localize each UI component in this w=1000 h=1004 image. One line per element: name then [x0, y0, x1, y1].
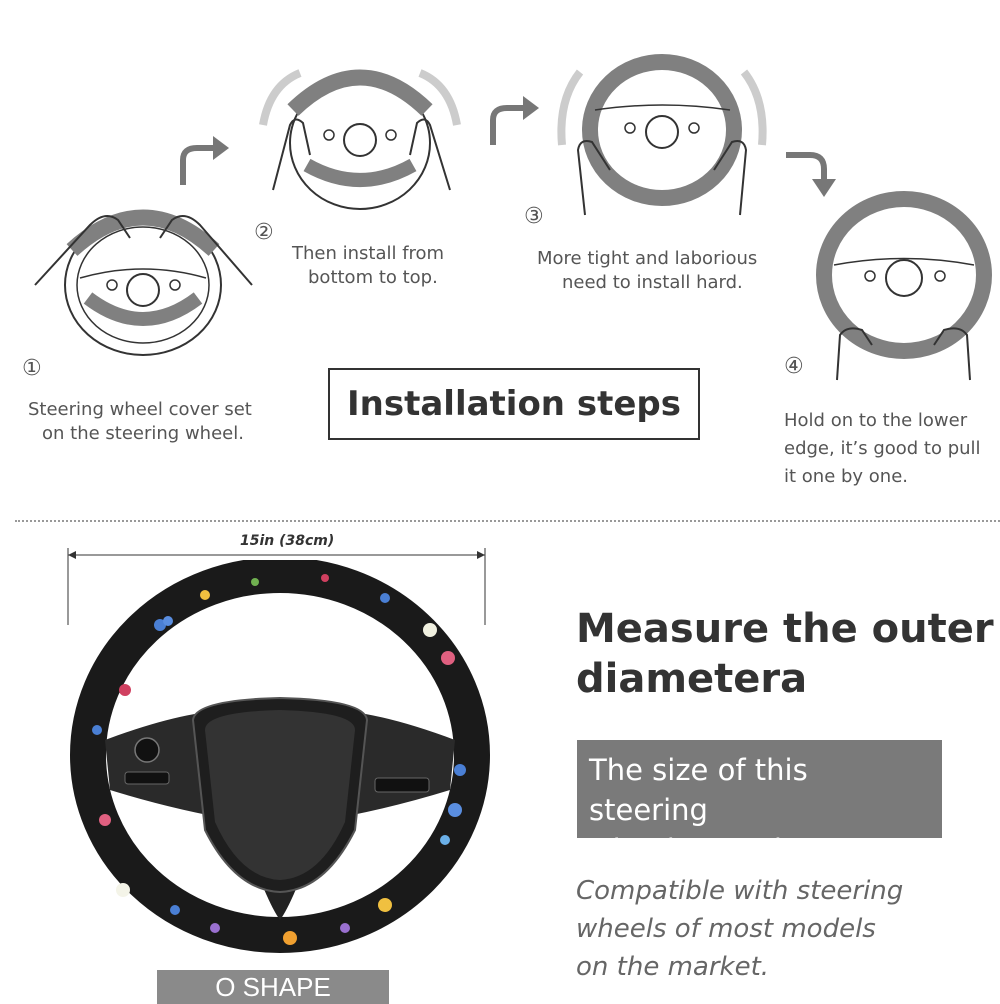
- step2-text: Then install from bottom to top.: [292, 242, 492, 290]
- step3-wheel-illustration: [557, 54, 767, 216]
- installation-title: Installation steps: [347, 384, 681, 424]
- size-line1: The size of this steering: [589, 753, 808, 827]
- compat-line2: wheels of most models: [576, 914, 876, 944]
- step2-text-line2: bottom to top.: [308, 267, 438, 288]
- arrow-right-icon: [180, 136, 229, 185]
- installation-title-box: Installation steps: [328, 368, 700, 440]
- size-line2: wheel cover is 38cm.: [589, 833, 897, 867]
- step2-wheel-illustration: [259, 69, 461, 210]
- arrow-down-right-icon: [786, 152, 836, 197]
- step1-text: Steering wheel cover set on the steering…: [28, 398, 288, 446]
- step3-number: ③: [524, 204, 544, 229]
- arrow-right-icon: [490, 96, 539, 145]
- step4-text-line3: it one by one.: [784, 466, 909, 487]
- measure-heading-line2: diametera: [576, 656, 808, 702]
- dimension-line: [67, 548, 486, 625]
- shape-label: O SHAPE: [157, 970, 389, 1004]
- compat-line1: Compatible with steering: [576, 876, 904, 906]
- step4-text-line2: edge, it’s good to pull: [784, 438, 981, 459]
- step1-text-line2: on the steering wheel.: [42, 423, 244, 444]
- step4-text-line1: Hold on to the lower: [784, 410, 968, 431]
- steering-wheel-cover-image: [70, 560, 490, 953]
- step3-text-line1: More tight and laborious: [537, 248, 758, 269]
- step4-text: Hold on to the lower edge, it’s good to …: [784, 407, 1000, 491]
- step1-text-line1: Steering wheel cover set: [28, 399, 252, 420]
- measure-heading: Measure the outer diametera: [576, 604, 996, 704]
- step3-text: More tight and laborious need to install…: [537, 247, 797, 295]
- step1-wheel-illustration: [34, 209, 253, 356]
- size-info-box: The size of this steering wheel cover is…: [577, 740, 942, 867]
- step2-text-line1: Then install from: [292, 243, 445, 264]
- compat-line3: on the market.: [576, 952, 770, 982]
- step4-wheel-illustration: [816, 191, 992, 381]
- step1-number: ①: [22, 356, 42, 381]
- measure-heading-line1: Measure the outer: [576, 606, 994, 652]
- step4-number: ④: [784, 354, 804, 379]
- compatibility-text: Compatible with steering wheels of most …: [576, 872, 996, 986]
- step3-text-line2: need to install hard.: [562, 272, 743, 293]
- section-divider: [15, 520, 1000, 522]
- dimension-label: 15in (38cm): [240, 533, 335, 549]
- step2-number: ②: [254, 220, 274, 245]
